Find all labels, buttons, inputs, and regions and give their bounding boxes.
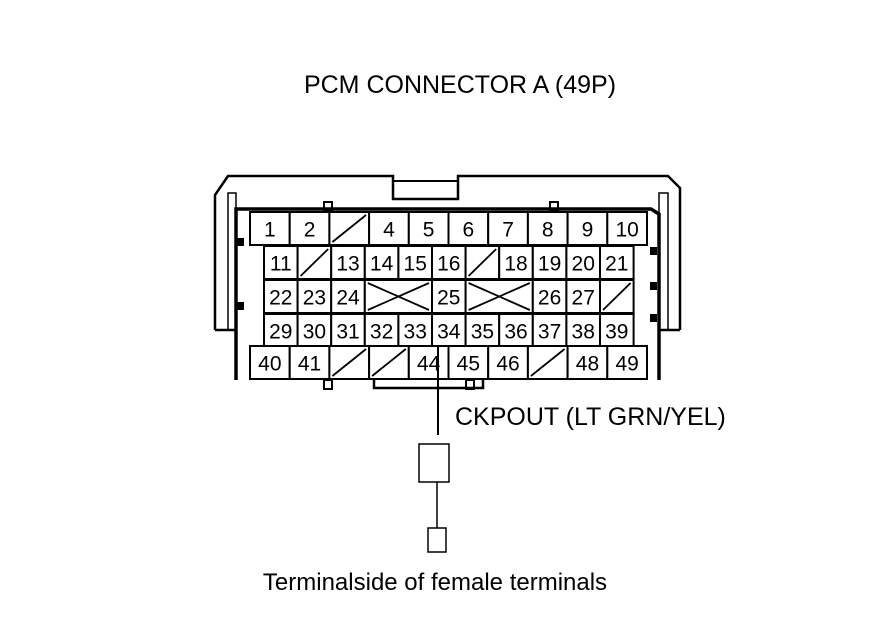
- terminal-number: 44: [417, 353, 441, 376]
- terminal-number: 8: [542, 219, 554, 242]
- terminal-number: 46: [496, 353, 519, 376]
- terminal-number: 14: [370, 253, 394, 276]
- terminal-number: 20: [572, 253, 595, 276]
- terminal-number: 35: [471, 321, 494, 344]
- terminal-number: 1: [264, 219, 276, 242]
- terminal-number: 25: [437, 287, 460, 310]
- terminal-cell: [566, 345, 609, 380]
- terminal-cell: [606, 345, 648, 380]
- terminal-cell: [447, 345, 490, 380]
- terminal-number: 48: [576, 353, 599, 376]
- blank-terminal-mark: [331, 214, 367, 243]
- terminal-cell: [363, 313, 400, 348]
- terminal-cell: [566, 211, 609, 246]
- terminal-cell: [599, 313, 635, 348]
- terminal-cell: [526, 211, 569, 246]
- terminal-number: 36: [504, 321, 527, 344]
- terminal-number: 11: [270, 253, 292, 276]
- terminal-cell: [330, 245, 366, 280]
- terminal-number: 26: [538, 287, 561, 310]
- terminal-number: 16: [437, 253, 460, 276]
- terminal-number: 6: [463, 219, 475, 242]
- blank-terminal-mark: [530, 348, 566, 377]
- terminal-number: 15: [404, 253, 427, 276]
- terminal-number: 40: [258, 353, 281, 376]
- terminal-cell: [498, 313, 534, 348]
- terminal-number: 18: [504, 253, 527, 276]
- housing-latch-marks: [237, 238, 657, 322]
- blank-terminal-mark: [467, 248, 497, 277]
- ckpout-wire: [418, 345, 450, 553]
- terminal-cell: [447, 211, 490, 246]
- terminal-number: 23: [303, 287, 326, 310]
- terminal-number: 13: [336, 253, 359, 276]
- connector-housing: [213, 174, 682, 390]
- terminal-cell: [288, 345, 331, 380]
- terminal-number: 27: [572, 287, 595, 310]
- terminal-number: 29: [269, 321, 292, 344]
- terminal-number: 19: [538, 253, 561, 276]
- terminal-number: 32: [370, 321, 393, 344]
- terminal-number: 4: [383, 219, 395, 242]
- terminal-number: 45: [457, 353, 480, 376]
- terminal-number: 37: [538, 321, 561, 344]
- wire-label: CKPOUT (LT GRN/YEL): [455, 403, 726, 431]
- terminal-number: 41: [298, 353, 321, 376]
- blank-terminal-mark: [299, 248, 329, 277]
- terminal-number: 21: [605, 253, 628, 276]
- terminal-number: 49: [615, 353, 638, 376]
- blank-terminal-mark: [367, 282, 430, 311]
- diagram-title: PCM CONNECTOR A (49P): [304, 71, 616, 99]
- terminal-number: 10: [615, 219, 638, 242]
- blank-terminal-mark: [602, 282, 632, 311]
- terminal-cell: [431, 313, 467, 348]
- terminal-number: 9: [582, 219, 594, 242]
- terminal-number: 39: [605, 321, 628, 344]
- terminal-number: 38: [572, 321, 595, 344]
- terminal-number: 24: [336, 287, 360, 310]
- terminal-number: 33: [404, 321, 427, 344]
- terminal-cell: [397, 245, 433, 280]
- blank-terminal-mark: [371, 348, 407, 377]
- terminal-cell: [431, 245, 467, 280]
- terminal-number: 22: [269, 287, 292, 310]
- terminal-number: 7: [502, 219, 514, 242]
- diagram-footer: Terminalside of female terminals: [263, 569, 607, 596]
- blank-terminal-mark: [331, 348, 367, 377]
- terminal-cell: [599, 245, 635, 280]
- terminal-number: 30: [303, 321, 326, 344]
- terminal-number: 31: [336, 321, 359, 344]
- terminal-number: 34: [437, 321, 461, 344]
- terminal-cell: [296, 313, 333, 348]
- blank-terminal-mark: [468, 282, 531, 311]
- terminal-cell: [407, 345, 450, 380]
- terminal-number: 2: [304, 219, 316, 242]
- terminal-number: 5: [423, 219, 435, 242]
- terminal-cell: [330, 279, 366, 314]
